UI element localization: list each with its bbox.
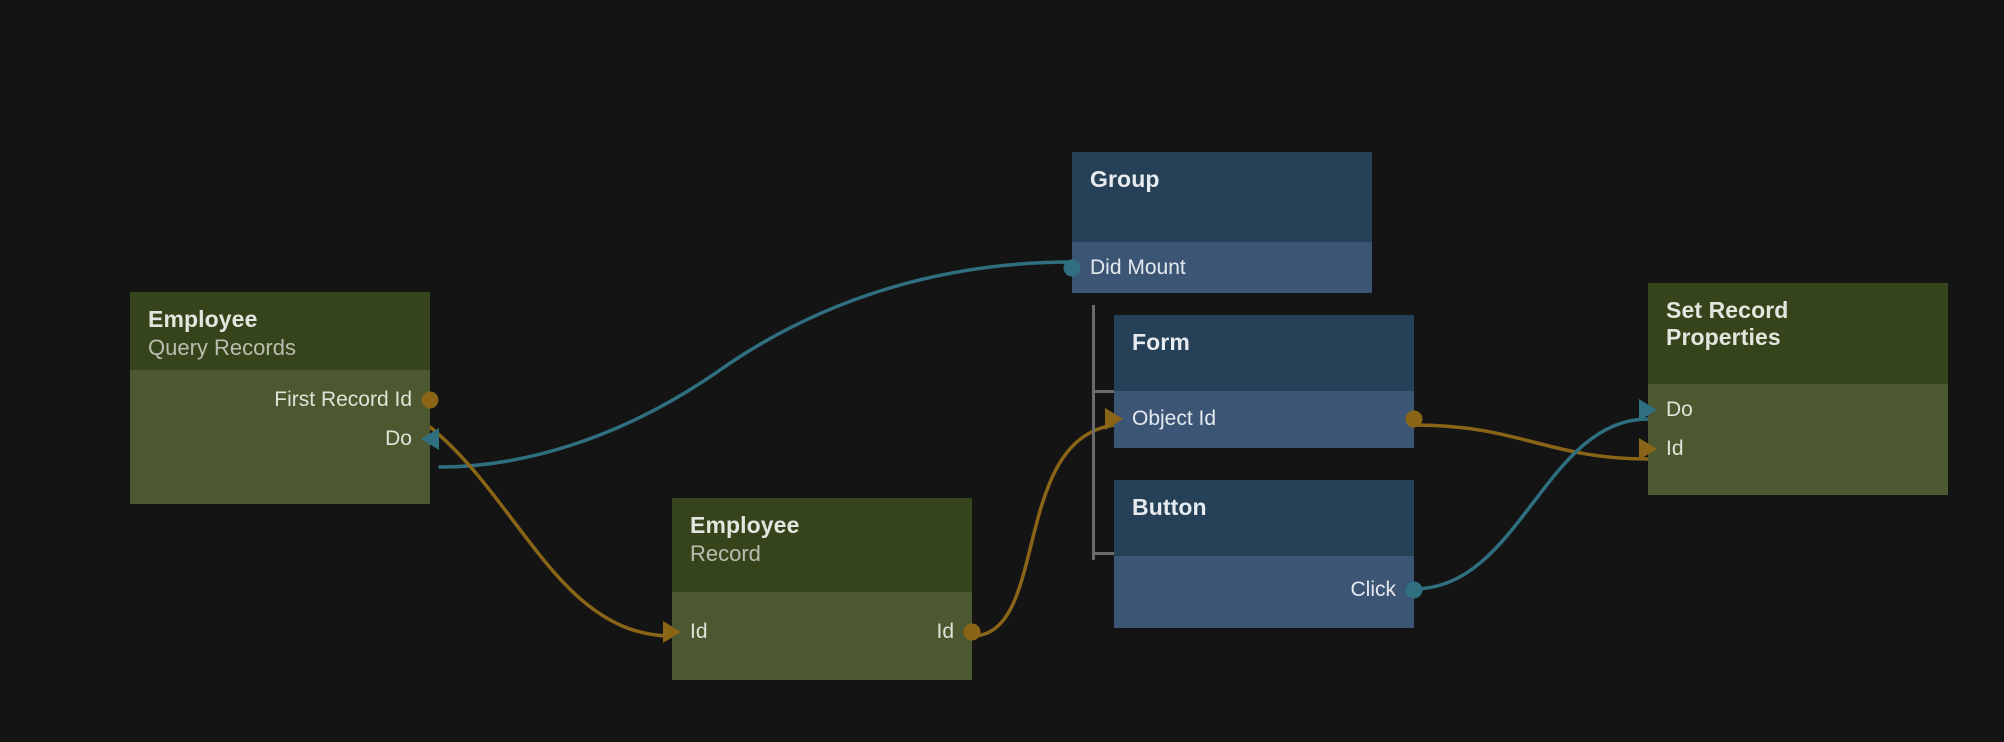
edge-did-mount-to-do[interactable] [438,260,1074,469]
port-id-row[interactable]: Id Id [663,612,981,651]
node-title: Employee [690,512,800,538]
edge-object-id-to-set-id[interactable] [1412,423,1650,461]
node-set-record-properties[interactable]: Set Record Properties Do Id [1639,283,1948,495]
port-object-id[interactable]: Object Id [1105,399,1423,438]
port-label: Do [385,426,412,450]
port-click[interactable]: Click [1114,570,1423,609]
output-port-dot-icon[interactable] [963,623,981,640]
data-arrow-icon[interactable] [663,620,681,643]
node-body: Click [1114,556,1423,628]
port-label-output: Id [936,619,954,643]
port-do[interactable]: Do [1639,390,1948,429]
node-subtitle: Record [690,541,761,567]
bracket-tick [1095,552,1117,555]
data-arrow-icon[interactable] [1639,437,1657,460]
port-label: First Record Id [274,387,412,411]
node-employee-query-records[interactable]: Employee Query Records First Record Id D… [130,292,439,504]
group-children-bracket [1092,305,1117,560]
node-header: Button [1114,480,1414,556]
bracket-tick [1095,390,1117,393]
flow-arrow-icon[interactable] [421,427,439,450]
port-do[interactable]: Do [130,419,439,458]
port-label: Id [1666,436,1684,460]
node-title: Form [1132,329,1190,355]
node-employee-record[interactable]: Employee Record Id Id [663,498,981,680]
flow-arrow-icon[interactable] [1639,398,1657,421]
edge-first-record-id-to-record-id[interactable] [428,425,674,638]
edge-click-to-set-do[interactable] [1412,417,1650,591]
node-subtitle: Query Records [148,335,296,361]
node-title: Set Record Properties [1666,297,1789,351]
node-button[interactable]: Button Click [1114,480,1423,628]
node-header: Form [1114,315,1414,391]
port-did-mount[interactable]: Did Mount [1063,248,1372,287]
port-label: Click [1350,577,1397,601]
port-label: Object Id [1132,406,1217,430]
node-title: Group [1090,166,1160,192]
output-port-dot-icon[interactable] [421,391,439,408]
port-label: Did Mount [1090,255,1186,279]
port-label: Do [1666,397,1693,421]
node-body: Do Id [1639,384,1948,495]
node-body: Did Mount [1063,242,1372,293]
node-body: First Record Id Do [130,370,439,504]
port-id[interactable]: Id [1639,429,1948,468]
node-title: Button [1132,494,1207,520]
port-first-record-id[interactable]: First Record Id [130,380,439,419]
port-label-input: Id [690,619,708,643]
node-header: Set Record Properties [1648,283,1948,384]
data-arrow-icon[interactable] [1105,407,1123,430]
node-body: Id Id [663,592,981,680]
node-header: Group [1072,152,1372,242]
output-port-dot-icon[interactable] [1405,581,1423,598]
node-group[interactable]: Group Did Mount [1063,152,1372,293]
node-title: Employee [148,306,258,332]
output-port-dot-icon[interactable] [1405,410,1423,427]
output-port-dot-icon[interactable] [1063,259,1081,276]
node-header: Employee Query Records [130,292,430,370]
node-form[interactable]: Form Object Id [1105,315,1423,448]
node-body: Object Id [1105,391,1423,448]
node-header: Employee Record [672,498,972,592]
